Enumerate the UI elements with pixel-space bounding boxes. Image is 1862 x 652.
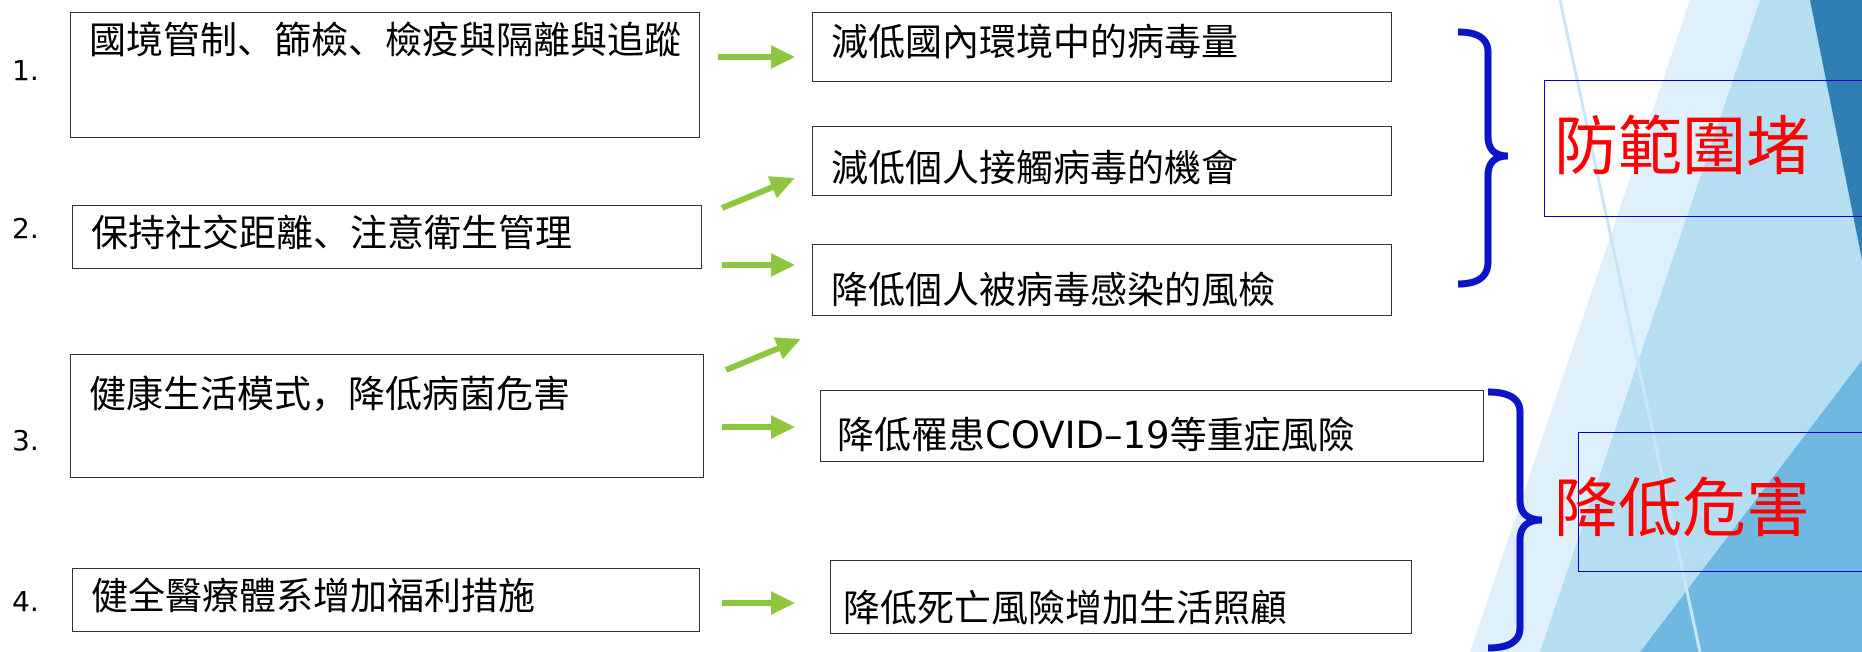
tag-box-prevent (1544, 80, 1862, 217)
bracket-reduce (1487, 388, 1543, 652)
tag-box-reduce (1578, 432, 1862, 572)
effect-text-4: 降低罹患COVID–19等重症風險 (837, 414, 1355, 457)
effect-text-2: 減低個人接觸病毒的機會 (831, 147, 1238, 190)
measure-box-1: 國境管制、篩檢、檢疫與隔離與追蹤 (70, 12, 700, 138)
step-number-2: 2. (12, 212, 39, 245)
step-number-4: 4. (12, 585, 39, 618)
bg-facet-deep (1640, 360, 1862, 652)
arrow-3-to-effect-3 (724, 337, 801, 373)
bg-line (1558, 0, 1702, 652)
effect-text-5: 降低死亡風險增加生活照顧 (843, 587, 1287, 630)
effect-box-1: 減低國內環境中的病毒量 (812, 12, 1392, 82)
measure-text-2: 保持社交距離、注意衛生管理 (91, 212, 572, 255)
tag-text-prevent: 防範圍堵 (1554, 111, 1810, 185)
effect-box-5: 降低死亡風險增加生活照顧 (830, 560, 1412, 634)
measure-box-2: 保持社交距離、注意衛生管理 (72, 205, 702, 269)
effect-box-3: 降低個人被病毒感染的風檢 (812, 244, 1392, 316)
measure-text-3: 健康生活模式，降低病菌危害 (89, 373, 570, 416)
measure-box-3: 健康生活模式，降低病菌危害 (70, 354, 704, 478)
measure-text-4: 健全醫療體系增加福利措施 (91, 575, 535, 618)
step-number-3: 3. (12, 424, 39, 457)
effect-text-3: 降低個人被病毒感染的風檢 (831, 269, 1275, 312)
effect-box-4: 降低罹患COVID–19等重症風險 (820, 390, 1484, 462)
measure-box-4: 健全醫療體系增加福利措施 (72, 568, 700, 632)
measure-text-1: 國境管制、篩檢、檢疫與隔離與追蹤 (89, 19, 681, 62)
arrow-2-to-effect-2 (720, 176, 795, 211)
bg-facet-mid (1540, 0, 1862, 652)
effect-box-2: 減低個人接觸病毒的機會 (812, 126, 1392, 196)
bracket-prevent (1457, 28, 1509, 288)
bg-facet-dark (1810, 0, 1862, 260)
effect-text-1: 減低國內環境中的病毒量 (831, 21, 1238, 64)
tag-text-reduce: 降低危害 (1554, 473, 1810, 547)
step-number-1: 1. (12, 54, 39, 87)
